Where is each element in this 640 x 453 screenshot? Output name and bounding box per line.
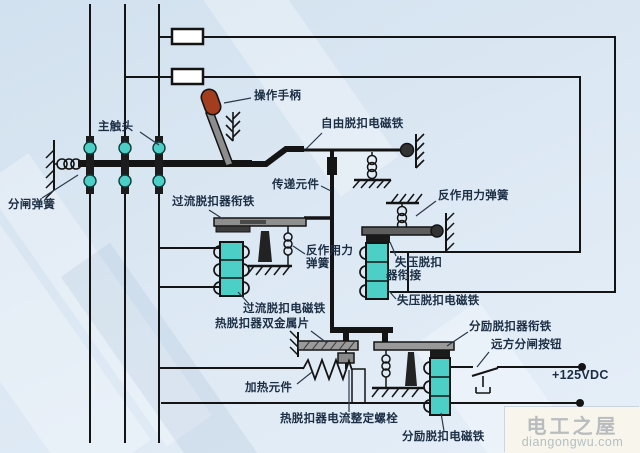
free-trip-linkage (248, 133, 425, 344)
remote-trip-button-symbol (471, 367, 499, 394)
oc-ground (246, 264, 292, 276)
shunt-lever-bar (373, 341, 455, 351)
label-uv-trip-line2: 器衔接 (386, 270, 422, 282)
main-contact-assembly (45, 136, 252, 199)
uv-ceiling-hatch (386, 193, 423, 205)
shunt-trip-assembly (371, 341, 455, 416)
bimetal-strip (297, 340, 359, 351)
label-main-contact: 主触头 (98, 121, 134, 133)
label-overcurrent-trip-armature: 过流脱扣器衔铁 (172, 196, 255, 208)
label-uv-trip-line1: 失压脱扣 (395, 257, 443, 269)
oc-return-spring (283, 226, 293, 266)
watermark-site-url: diangongwu.com (521, 435, 624, 449)
control-circuit-wires (125, 36, 616, 404)
label-operating-handle: 操作手柄 (254, 90, 302, 102)
label-remote-trip-button: 远方分闸按钮 (491, 339, 562, 351)
uv-coil (359, 242, 389, 300)
link-return-spring (366, 152, 378, 180)
shunt-armature (430, 350, 450, 358)
handle-pivot-post (225, 111, 241, 142)
label-opening-spring: 分闸弹簧 (8, 199, 56, 211)
label-reaction-spring-uv: 反作用力弹簧 (438, 190, 509, 202)
watermark-site-name: 电工之屋 (526, 416, 619, 438)
label-thermal-setting-bolt: 热脱扣器电流整定螺栓 (280, 413, 398, 425)
uv-wall-hatch (445, 212, 455, 252)
main-conductor-bar (78, 160, 252, 167)
oc-armature-dash (240, 220, 266, 224)
handle-knob (200, 88, 222, 116)
heater-box (351, 368, 366, 404)
transmission-rod-collar (327, 157, 337, 175)
overcurrent-trip-assembly (213, 216, 332, 297)
fuse (170, 27, 205, 86)
leader-lines (41, 97, 490, 432)
left-wall-hatch (45, 140, 55, 199)
bimetal-latch-stub (343, 333, 349, 342)
spring-ground (352, 178, 392, 189)
label-dc-voltage: +125VDC (552, 368, 609, 382)
shunt-plunger (405, 352, 417, 386)
label-reaction-spring-oc-line1: 反作用力 (306, 245, 354, 257)
label-shunt-trip-armature: 分励脱扣器衔铁 (469, 321, 552, 333)
oc-armature-lip (215, 225, 251, 233)
uv-reaction-spring (396, 203, 408, 231)
contact-tips (83, 141, 166, 188)
link-pivot (399, 142, 415, 158)
transmission-rod (330, 151, 334, 331)
phase-lines (89, 4, 160, 443)
bimetal-wall-hatch (289, 330, 299, 357)
operating-handle-assembly (200, 88, 241, 167)
trip-crossbar (330, 327, 393, 333)
shunt-return-spring (381, 350, 391, 388)
thermal-trip-assembly (289, 330, 366, 404)
uv-lever-bar (361, 226, 441, 236)
pivot-wall-hatch (415, 133, 425, 169)
oc-plunger (258, 231, 272, 262)
label-oc-trip-electromagnet: 过流脱扣电磁铁 (243, 303, 326, 315)
label-shunt-trip-electromagnet: 分励脱扣电磁铁 (402, 431, 485, 443)
label-reaction-spring-oc-line2: 弹簧 (306, 258, 330, 270)
watermark-box: 电工之屋 diangongwu.com (505, 407, 640, 453)
label-thermal-bimetal: 热脱扣器双金属片 (215, 318, 310, 330)
uv-pivot (430, 224, 444, 238)
contact-pole (86, 136, 163, 194)
label-heating-element: 加热元件 (245, 382, 293, 394)
shunt-coil (423, 357, 451, 416)
dc-terminal-dots (576, 363, 586, 407)
heater-zigzag (302, 357, 353, 382)
label-transmission-element: 传递元件 (272, 179, 320, 191)
label-free-trip-electromagnet: 自由脱扣电磁铁 (321, 118, 404, 130)
uv-armature (366, 235, 390, 243)
oc-coil (213, 241, 250, 297)
shunt-latch-stub (382, 333, 388, 344)
undervoltage-trip-assembly (359, 193, 455, 300)
shunt-ground (371, 386, 424, 398)
trip-lever (248, 146, 304, 167)
label-uv-trip-electromagnet: 失压脱扣电磁铁 (397, 295, 480, 307)
